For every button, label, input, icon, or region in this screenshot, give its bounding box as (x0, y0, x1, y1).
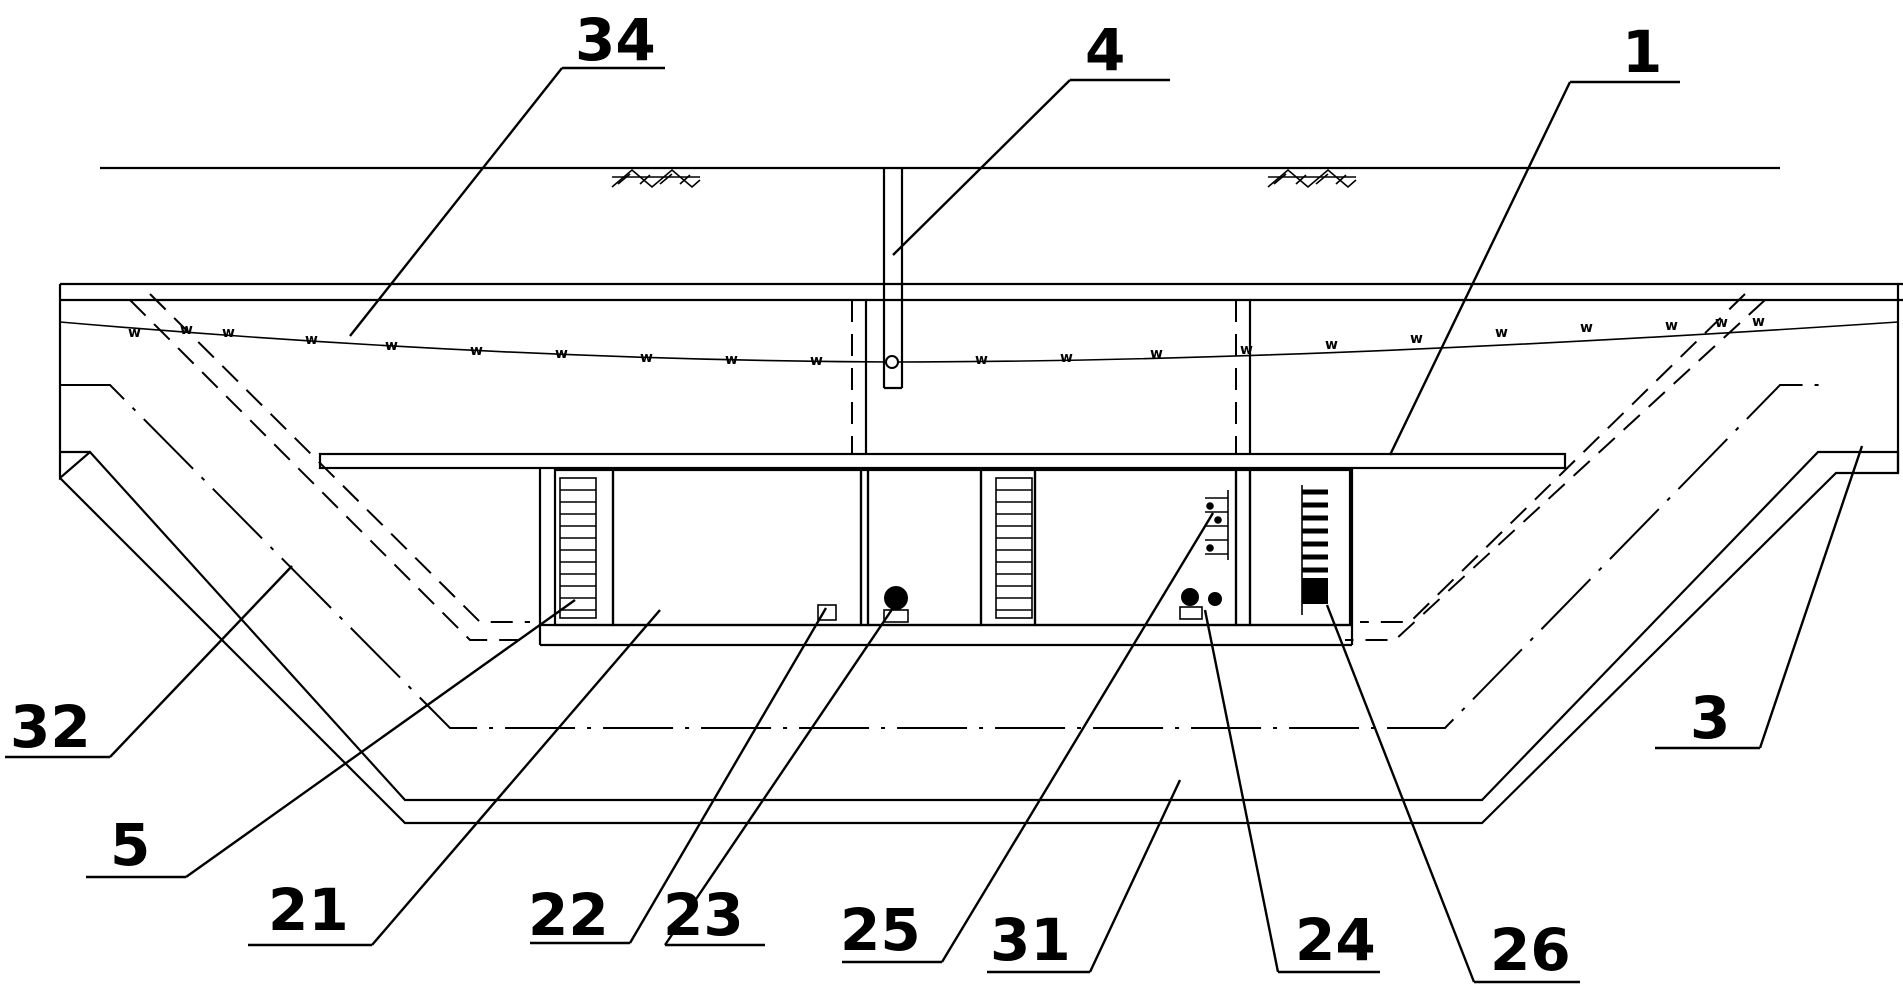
svg-text:w: w (180, 322, 193, 338)
leader-lines (5, 66, 1864, 984)
svg-text:w: w (128, 325, 141, 341)
dashed-slope-right-outer (1360, 293, 1746, 623)
dashdot-reinforcement-line (60, 384, 1830, 729)
pipe-24a (1181, 588, 1199, 606)
svg-text:w: w (1715, 315, 1728, 331)
svg-text:w: w (640, 350, 653, 366)
dashed-slope-left-inner (129, 299, 520, 641)
svg-text:w: w (222, 325, 235, 341)
compartment-walls (553, 468, 1352, 627)
stair-left (559, 477, 597, 619)
dashed-slope-right-inner (1345, 299, 1766, 641)
callout-31: 31 (990, 906, 1071, 974)
svg-text:w: w (1325, 337, 1338, 353)
svg-text:w: w (305, 332, 318, 348)
svg-text:w: w (975, 352, 988, 368)
svg-text:w: w (1495, 325, 1508, 341)
svg-text:w: w (1665, 318, 1678, 334)
cable-rack-26 (1301, 485, 1328, 615)
large-pipe-23 (884, 586, 908, 610)
ground-hatch-right (1267, 168, 1357, 189)
callout-32: 32 (10, 693, 91, 761)
callout-25: 25 (840, 896, 921, 964)
svg-text:w: w (810, 353, 823, 369)
outer-structure (58, 282, 1903, 825)
callout-3: 3 (1690, 684, 1730, 752)
callout-21: 21 (268, 876, 349, 944)
callout-23: 23 (663, 881, 744, 949)
svg-text:w: w (1752, 314, 1765, 330)
svg-text:w: w (1410, 331, 1423, 347)
callout-4: 4 (1085, 16, 1125, 84)
svg-text:w: w (470, 343, 483, 359)
callout-22: 22 (528, 881, 609, 949)
ground-hatch-left (611, 168, 701, 189)
callout-26: 26 (1490, 916, 1571, 984)
vertical-columns (851, 300, 1252, 454)
callout-34: 34 (575, 6, 656, 74)
vertical-riser-pipe (882, 168, 904, 390)
svg-text:w: w (725, 352, 738, 368)
callout-5: 5 (110, 811, 150, 879)
stair-right (995, 477, 1033, 619)
cable-rack-25 (1205, 490, 1229, 560)
dashed-slope-left-outer (149, 293, 530, 623)
callout-24: 24 (1295, 906, 1376, 974)
callout-1: 1 (1622, 18, 1662, 86)
small-pipe-support-22 (817, 604, 837, 621)
svg-text:w: w (1060, 350, 1073, 366)
pipe-support-24 (1179, 606, 1203, 620)
svg-text:w: w (1580, 320, 1593, 336)
svg-text:w: w (1150, 346, 1163, 362)
svg-text:w: w (385, 338, 398, 354)
inner-frame (318, 452, 1567, 647)
svg-text:w: w (555, 346, 568, 362)
pipe-24b (1208, 592, 1222, 606)
pipe-support-23 (883, 609, 909, 623)
